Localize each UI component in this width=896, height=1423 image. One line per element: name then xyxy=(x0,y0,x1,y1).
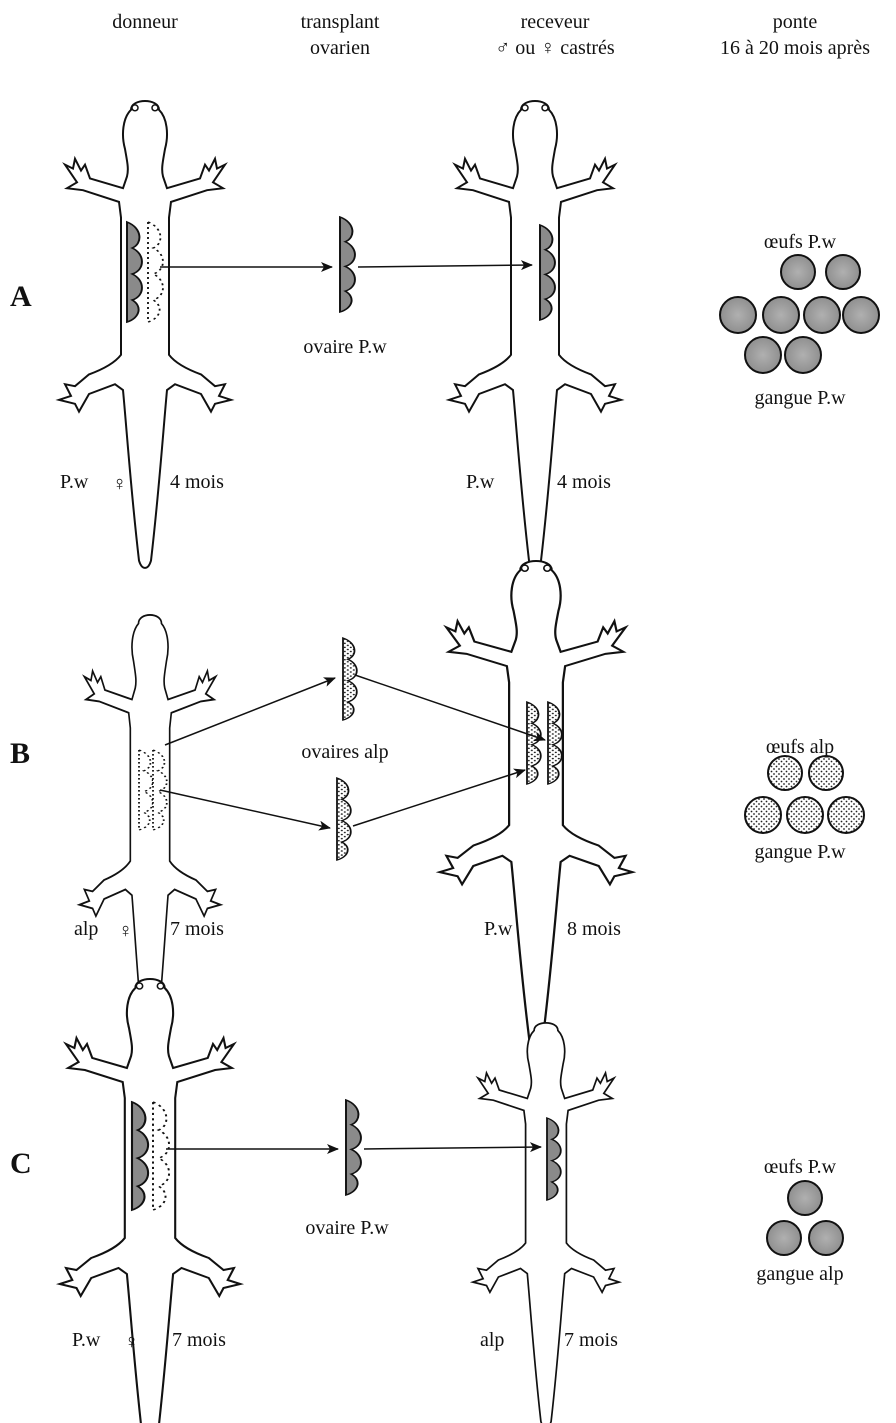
row-c-recipient-newt xyxy=(472,1021,620,1423)
row-c-donor-age: 7 mois xyxy=(172,1329,226,1351)
row-a-transplant-ovary xyxy=(339,216,356,313)
header-donor: donneur xyxy=(112,11,178,33)
row-a-letter: A xyxy=(10,280,32,313)
row-c-donor-sex: ♀ xyxy=(124,1331,139,1353)
row-a-recipient-age: 4 mois xyxy=(557,471,611,493)
row-a-arrow-2 xyxy=(357,260,533,271)
row-a-donor-sex: ♀ xyxy=(112,473,127,495)
row-c-letter: C xyxy=(10,1147,32,1180)
header-recipient-line2: ♂ ou ♀ castrés xyxy=(495,37,615,59)
row-b-recipient-newt xyxy=(438,559,634,1049)
row-a-donor-age: 4 mois xyxy=(170,471,224,493)
row-b-letter: B xyxy=(10,737,31,770)
row-c-transplant-label: ovaire P.w xyxy=(305,1217,389,1239)
row-b-recipient-age: 8 mois xyxy=(567,918,621,940)
row-b-recipient-species: P.w xyxy=(484,918,513,940)
row-c-donor-species: P.w xyxy=(72,1329,101,1351)
row-b-donor-species: alp xyxy=(74,918,99,940)
row-a-recipient-species: P.w xyxy=(466,471,495,493)
row-b-arrow-3 xyxy=(354,674,546,742)
row-b-transplant-label: ovaires alp xyxy=(301,741,389,763)
row-a-eggs-label: œufs P.w xyxy=(763,231,837,253)
row-c-arrow-2 xyxy=(363,1142,542,1153)
row-c-donor-newt xyxy=(58,977,242,1423)
row-b-donor-sex: ♀ xyxy=(118,920,133,942)
row-c-recipient-age: 7 mois xyxy=(564,1329,618,1351)
row-a-eggs xyxy=(719,254,880,374)
row-b-donor-age: 7 mois xyxy=(170,918,224,940)
header-laying-line1: ponte xyxy=(772,11,818,33)
row-b-arrow-1 xyxy=(164,677,336,746)
header-recipient-line1: receveur xyxy=(520,11,590,33)
row-b-eggs-label: œufs alp xyxy=(765,736,835,758)
row-a-donor-species: P.w xyxy=(60,471,89,493)
header-transplant-line1: transplant xyxy=(300,11,380,33)
row-b-eggs xyxy=(744,755,865,834)
row-c-transplant-ovary xyxy=(345,1099,362,1196)
row-b-arrow-2 xyxy=(159,789,331,831)
row-a-donor-newt xyxy=(58,99,232,569)
header-laying-line2: 16 à 20 mois après xyxy=(720,37,870,59)
row-b-jelly-label: gangue P.w xyxy=(754,841,846,863)
row-a-recipient-newt xyxy=(448,99,622,569)
row-c-recipient-species: alp xyxy=(480,1329,505,1351)
row-c-eggs-label: œufs P.w xyxy=(763,1156,837,1178)
row-a-jelly-label: gangue P.w xyxy=(754,387,846,409)
row-b-arrow-4 xyxy=(352,768,526,827)
row-c-eggs xyxy=(766,1180,844,1256)
row-c-jelly-label: gangue alp xyxy=(756,1263,844,1285)
row-a-transplant-label: ovaire P.w xyxy=(303,336,387,358)
header-transplant-line2: ovarien xyxy=(310,37,370,59)
